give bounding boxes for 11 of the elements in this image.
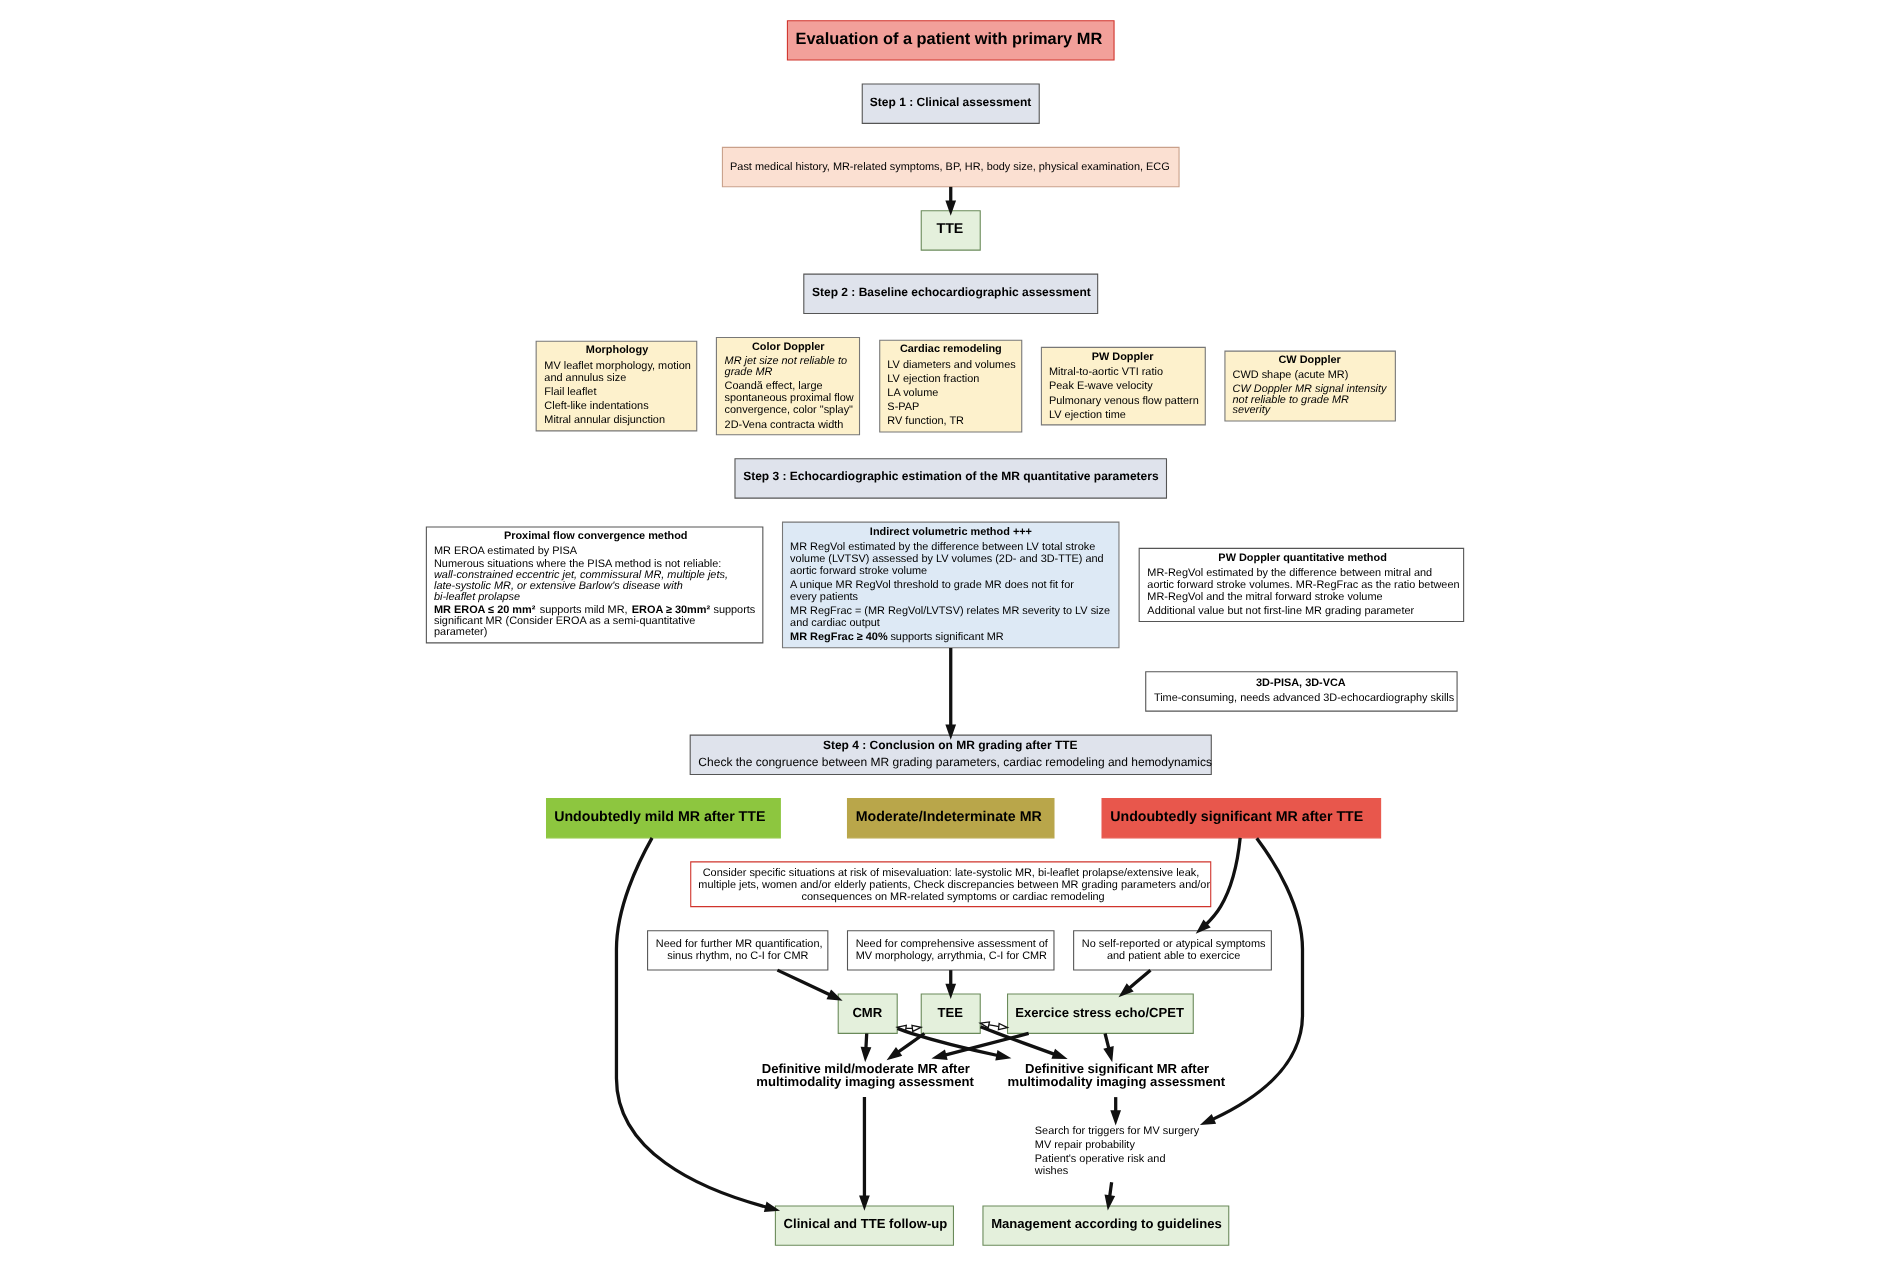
arrow xyxy=(1117,968,1151,998)
arrow xyxy=(1103,1181,1115,1211)
arrow xyxy=(1198,837,1304,1126)
arrow xyxy=(930,1031,1029,1060)
arrow xyxy=(775,968,842,1001)
arrow xyxy=(885,1032,925,1061)
arrow xyxy=(613,837,780,1212)
arrow xyxy=(859,1033,871,1063)
arrow xyxy=(944,648,956,740)
arrow xyxy=(858,1097,869,1211)
arrow xyxy=(1194,837,1241,934)
